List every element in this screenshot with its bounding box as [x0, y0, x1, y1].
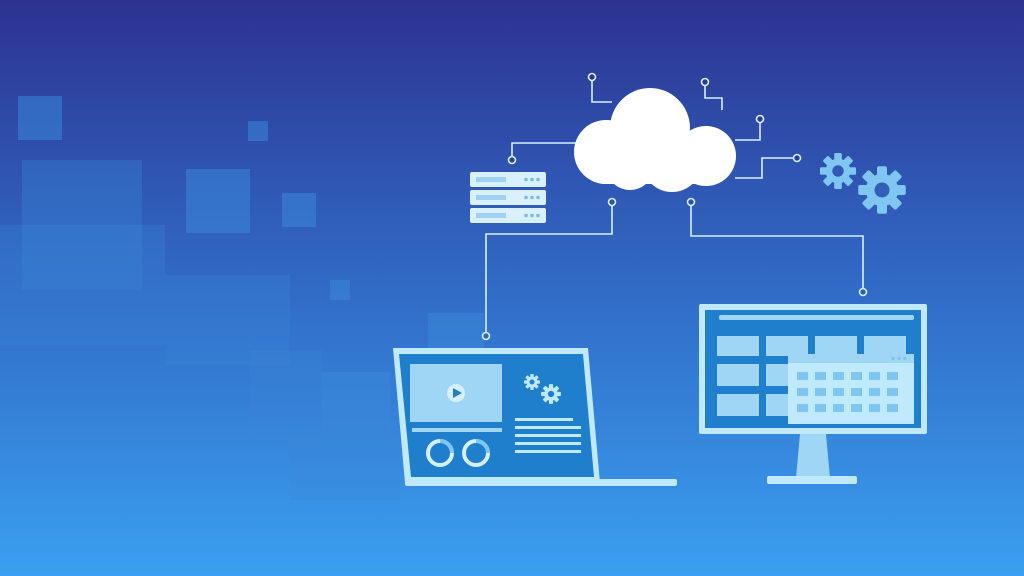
gears-icon: [819, 152, 906, 214]
bg-tile: [186, 169, 250, 233]
bg-tile: [428, 313, 484, 353]
laptop: [393, 348, 677, 486]
bg-tile: [322, 372, 390, 436]
bg-tile: [290, 440, 400, 500]
server-rack-icon: [470, 172, 546, 223]
bg-tile: [248, 121, 268, 141]
bg-tile: [0, 225, 165, 345]
bg-tile: [282, 193, 316, 227]
connector-lines: [481, 72, 868, 341]
gear-icon: [524, 374, 540, 390]
bg-tile: [250, 350, 322, 420]
gear-icon: [541, 384, 561, 404]
cloud-icon: [574, 88, 736, 192]
play-icon: [447, 384, 465, 402]
folder-icon: [797, 372, 898, 412]
text-lines: [515, 418, 581, 453]
bg-tile: [18, 96, 62, 140]
desktop-monitor: [699, 304, 927, 484]
bg-tile: [165, 275, 290, 365]
bg-tile: [22, 160, 142, 290]
bg-tile: [330, 280, 350, 300]
folder-window: [788, 354, 914, 424]
